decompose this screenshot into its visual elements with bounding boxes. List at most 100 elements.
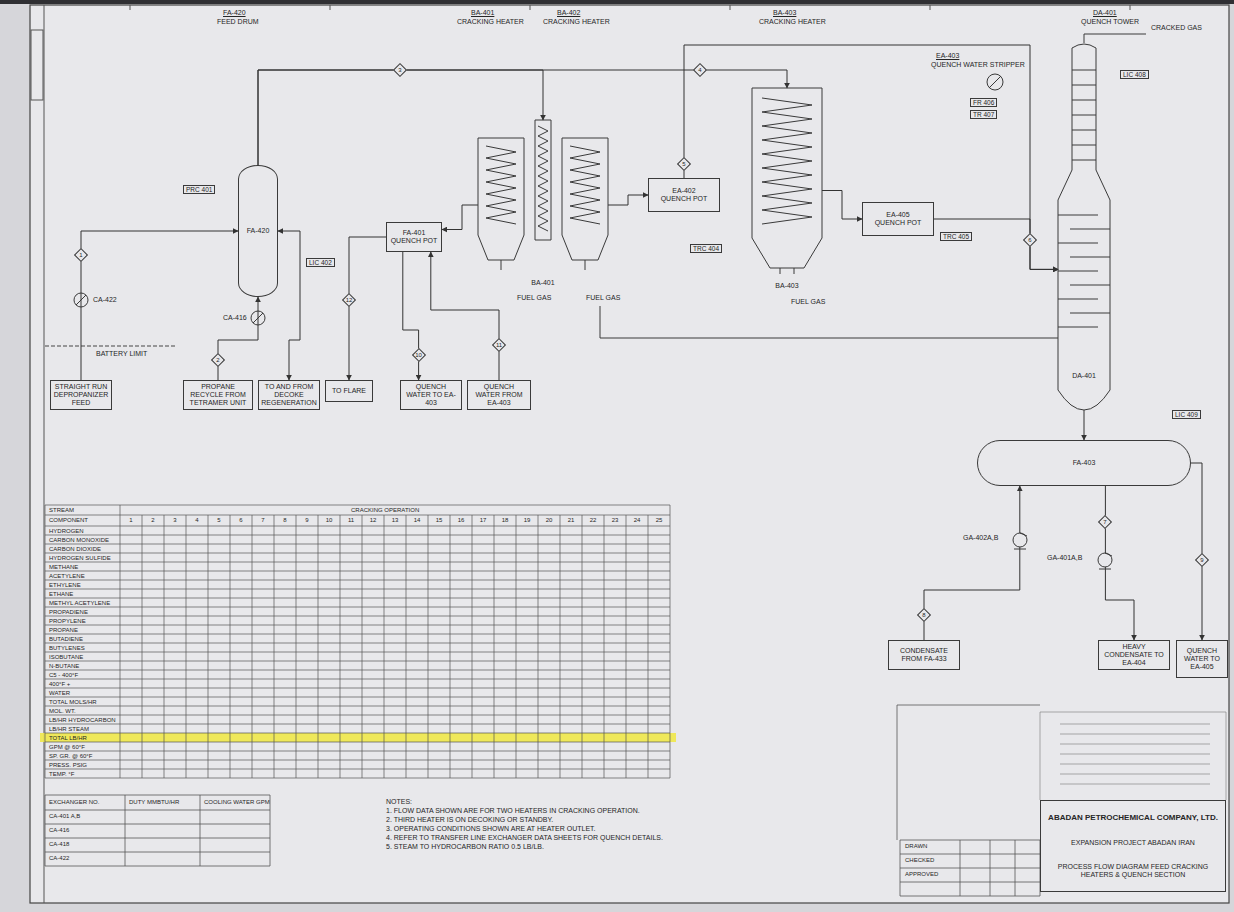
equipment-outline bbox=[1058, 44, 1110, 410]
equipment-outline bbox=[1058, 299, 1098, 300]
annotation: 3. OPERATING CONDITIONS SHOWN ARE AT HEA… bbox=[385, 825, 597, 833]
equipment-tag: EA-403 bbox=[935, 52, 960, 60]
table-cell: N-BUTANE bbox=[48, 663, 80, 670]
table-cell: WATER bbox=[48, 690, 71, 697]
stream-number: 12 bbox=[341, 292, 357, 308]
equipment-outline bbox=[1070, 229, 1110, 230]
cracking-heater: BA-403 bbox=[752, 88, 822, 293]
equipment-outline bbox=[1058, 215, 1098, 216]
table-cell: ISOBUTANE bbox=[48, 654, 84, 661]
node-text: HEAVY CONDENSATE TO EA-404 bbox=[1102, 643, 1166, 667]
stream-box: CONDENSATE FROM FA-433 bbox=[888, 640, 960, 670]
process-line bbox=[1105, 486, 1134, 640]
stream-number: 8 bbox=[916, 607, 932, 623]
table-cell: 20 bbox=[545, 517, 554, 524]
stream-number: 7 bbox=[1097, 514, 1113, 530]
table-cell: C5 - 400°F bbox=[48, 672, 79, 679]
node-text: TO AND FROM DECOKE REGENERATION bbox=[261, 383, 317, 407]
equipment-outline bbox=[562, 138, 608, 260]
node-text: QUENCH POT bbox=[391, 237, 438, 245]
annotation: FUEL GAS bbox=[790, 298, 826, 306]
process-line bbox=[81, 231, 238, 380]
pump-symbol bbox=[1014, 533, 1027, 549]
stream-number: 10 bbox=[411, 347, 427, 363]
revision-grid bbox=[897, 705, 1040, 896]
node-text: FA-403 bbox=[1073, 459, 1096, 467]
equipment-outline bbox=[1072, 145, 1096, 146]
table-cell: 22 bbox=[589, 517, 598, 524]
title-block: ABADAN PETROCHEMICAL COMPANY, LTD. EXPANS… bbox=[1040, 800, 1226, 892]
process-line bbox=[608, 195, 648, 205]
equipment-tag: BA-403 bbox=[772, 9, 797, 17]
table-cell: LB/HR HYDROCARBON bbox=[48, 717, 117, 724]
equipment-outline bbox=[478, 138, 524, 260]
process-line bbox=[924, 486, 1020, 640]
process-line bbox=[431, 252, 499, 380]
table-cell: COMPONENT bbox=[48, 517, 89, 524]
equipment-outline bbox=[1058, 243, 1098, 244]
table-cell: ETHYLENE bbox=[48, 582, 82, 589]
annotation: FEED DRUM bbox=[216, 18, 260, 26]
pump-symbol bbox=[1099, 553, 1112, 569]
sheet-border bbox=[30, 5, 1229, 903]
exchanger-table-grid bbox=[45, 795, 270, 866]
table-cell: 6 bbox=[238, 517, 243, 524]
table-cell: 2 bbox=[150, 517, 155, 524]
node-text: DA-401 bbox=[1072, 372, 1096, 380]
node-text: QUENCH WATER TO EA-405 bbox=[1180, 647, 1224, 671]
table-cell: 19 bbox=[523, 517, 532, 524]
equipment-outline bbox=[762, 98, 812, 224]
node-text: ABADAN PETROCHEMICAL COMPANY, LTD. bbox=[1048, 813, 1218, 822]
stream-box: STRAIGHT RUN DEPROPANIZER FEED bbox=[50, 380, 112, 410]
table-cell: 4 bbox=[194, 517, 199, 524]
table-cell: 13 bbox=[391, 517, 400, 524]
stream-box: FA-401QUENCH POT bbox=[386, 222, 442, 252]
stream-box: EA-405QUENCH POT bbox=[862, 202, 934, 236]
table-cell: BUTADIENE bbox=[48, 636, 84, 643]
table-cell: 14 bbox=[413, 517, 422, 524]
stream-box: TO AND FROM DECOKE REGENERATION bbox=[258, 380, 320, 410]
equipment-outline bbox=[752, 88, 822, 293]
instrument-tag: LIC 408 bbox=[1120, 70, 1149, 79]
annotation: GA-401A,B bbox=[1046, 554, 1083, 562]
table-cell: 9 bbox=[304, 517, 309, 524]
stream-box: QUENCH WATER FROM EA-403 bbox=[467, 380, 531, 410]
node-text: EA-402 bbox=[672, 187, 695, 195]
table-cell: CARBON DIOXIDE bbox=[48, 546, 102, 553]
equipment-outline bbox=[1058, 40, 1110, 410]
fuel-gas-line bbox=[600, 306, 1058, 338]
equipment-outline bbox=[1058, 271, 1098, 272]
notice-block bbox=[1040, 712, 1226, 800]
stream-box: HEAVY CONDENSATE TO EA-404 bbox=[1098, 640, 1170, 670]
annotation: 2. THIRD HEATER IS ON DECOKING OR STANDB… bbox=[385, 816, 554, 824]
node-text: PROPANE RECYCLE FROM TETRAMER UNIT bbox=[187, 383, 249, 407]
annotation: CA-422 bbox=[92, 296, 118, 304]
node-text: TO FLARE bbox=[332, 387, 366, 395]
table-cell: 3 bbox=[172, 517, 177, 524]
table-cell: PROPYLENE bbox=[48, 618, 87, 625]
node-text: STRAIGHT RUN DEPROPANIZER FEED bbox=[54, 383, 109, 407]
exchanger-symbol bbox=[989, 76, 1001, 88]
node-text: BA-403 bbox=[775, 282, 798, 290]
settler-drum: FA-403 bbox=[977, 440, 1191, 486]
table-cell: DUTY MMBTU/HR bbox=[128, 799, 180, 806]
margin-box bbox=[31, 30, 43, 100]
equipment-outline bbox=[478, 120, 608, 290]
equipment-tag: FA-420 bbox=[222, 9, 247, 17]
stream-number: 1 bbox=[73, 247, 89, 263]
equipment-outline bbox=[1072, 160, 1096, 161]
instrument-tag: LIC 402 bbox=[306, 258, 335, 267]
table-cell: TOTAL LB/HR bbox=[48, 735, 88, 742]
table-cell: PRESS. PSIG bbox=[48, 762, 88, 769]
table-cell: HYDROGEN bbox=[48, 528, 85, 535]
equipment-tag: BA-402 bbox=[556, 9, 581, 17]
node-text: FA-401 bbox=[403, 229, 426, 237]
annotation: FUEL GAS bbox=[516, 294, 552, 302]
node-text: EXPANSION PROJECT ABADAN IRAN bbox=[1071, 839, 1195, 847]
process-line bbox=[1084, 410, 1085, 440]
table-cell: BUTYLENES bbox=[48, 645, 86, 652]
process-line bbox=[684, 45, 1058, 269]
node-text: EA-405 bbox=[886, 211, 909, 219]
process-line bbox=[349, 237, 386, 380]
cracked-gas-line bbox=[1084, 34, 1146, 43]
